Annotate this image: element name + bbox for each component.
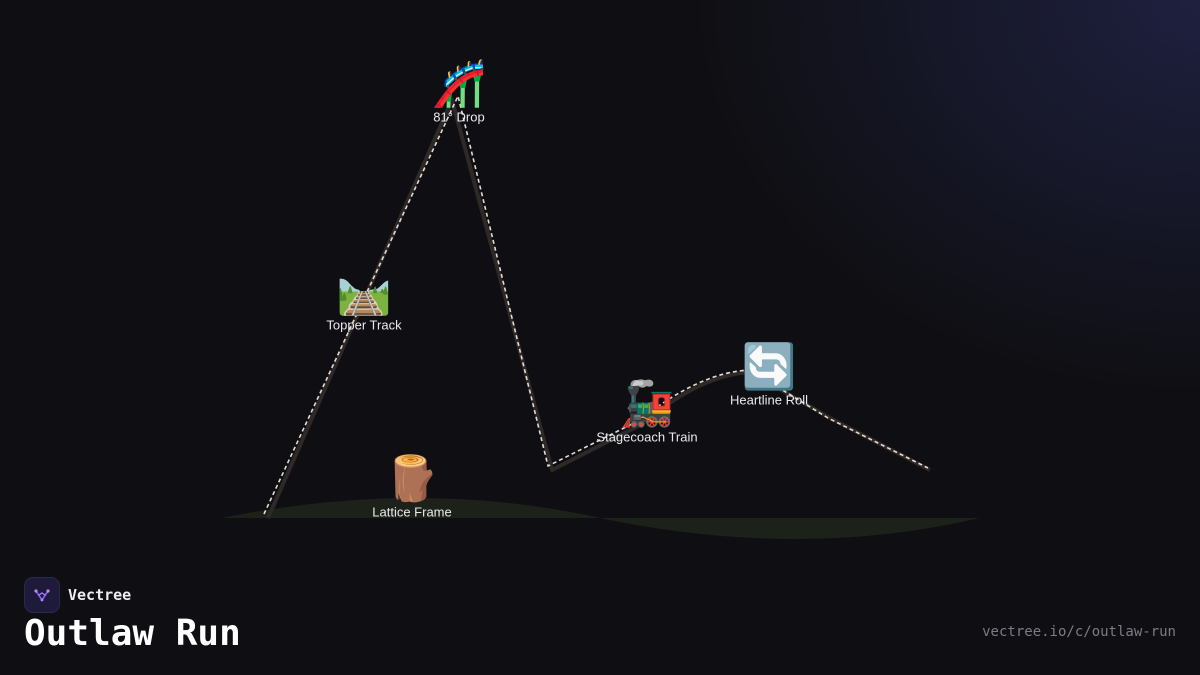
- ground-hill: [222, 498, 980, 539]
- track-path: [263, 95, 929, 515]
- node-stagecoach-train: 🚂 Stagecoach Train: [596, 378, 698, 445]
- page-url[interactable]: vectree.io/c/outlaw-run: [982, 624, 1176, 640]
- brand-name: Vectree: [68, 586, 132, 604]
- brand: Vectree: [24, 577, 131, 613]
- node-heartline-roll: 🔄 Heartline Roll: [729, 341, 809, 408]
- railway-track-icon: 🛤️: [336, 266, 392, 318]
- node-label: Heartline Roll: [729, 392, 809, 408]
- node-topper-track: 🛤️ Topper Track: [326, 266, 402, 333]
- page-title: Outlaw Run: [24, 613, 241, 654]
- node-lattice-frame: 🪵 Lattice Frame: [372, 453, 452, 520]
- node-label: Topper Track: [326, 317, 402, 333]
- node-label: 81° Drop: [433, 109, 485, 125]
- wood-log-icon: 🪵: [384, 453, 440, 505]
- roller-coaster-icon: 🎢: [431, 58, 487, 110]
- node-drop: 🎢 81° Drop: [431, 58, 487, 125]
- track-structure: [266, 98, 931, 519]
- clockwise-arrows-icon: 🔄: [741, 341, 797, 393]
- locomotive-icon: 🚂: [619, 378, 675, 430]
- node-label: Stagecoach Train: [596, 429, 698, 445]
- node-label: Lattice Frame: [372, 504, 452, 520]
- vectree-logo-icon: [24, 577, 60, 613]
